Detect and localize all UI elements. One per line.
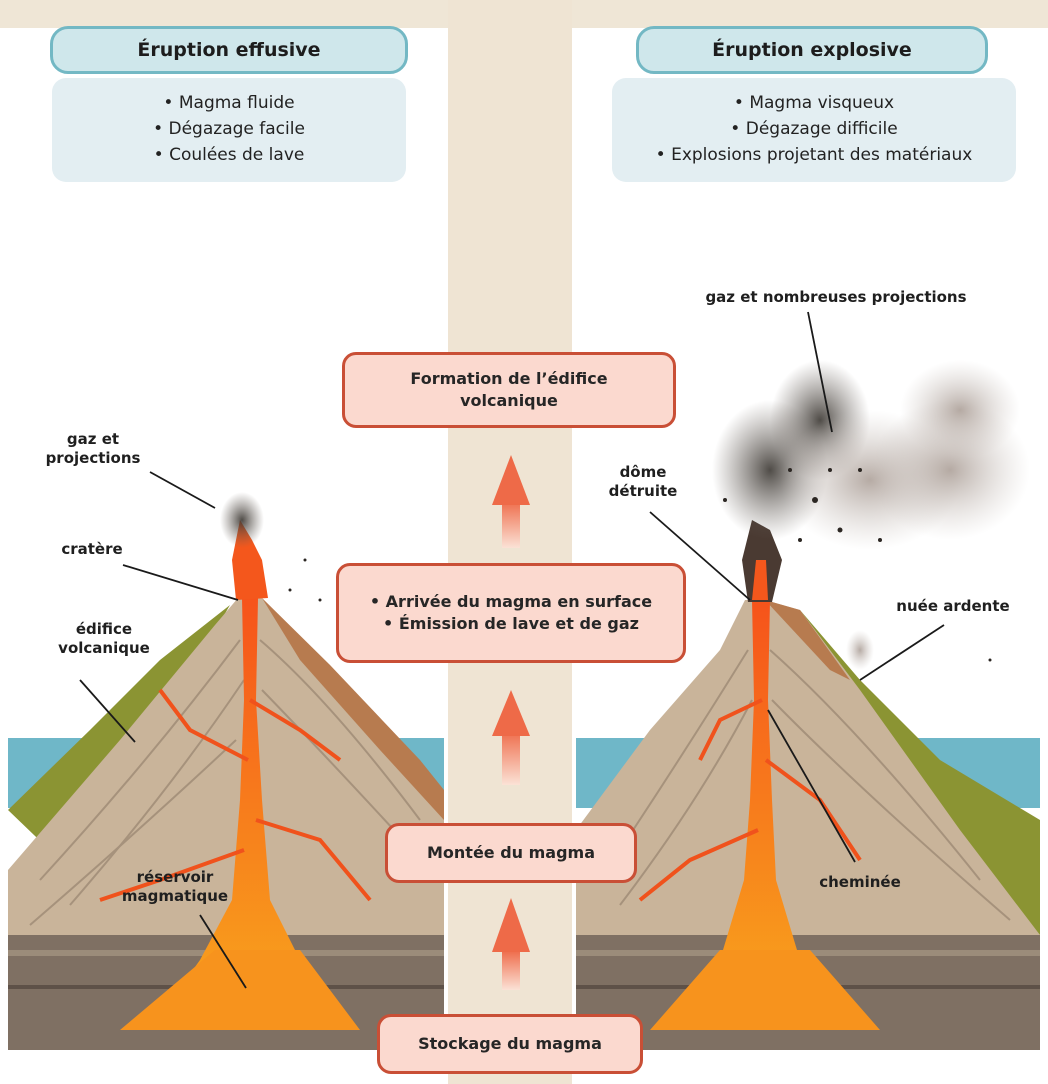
feature-item: • Magma fluide (163, 93, 295, 113)
explosive-title: Éruption explosive (636, 26, 988, 74)
arrow-up-3 (492, 455, 530, 548)
step-formation: Formation de l’édifice volcanique (342, 352, 676, 428)
arrow-up-2 (492, 690, 530, 785)
label-gaz-projections: gaz et projections (45, 430, 141, 467)
arrow-up-1 (492, 898, 530, 990)
eruption-cloud-right (712, 360, 1030, 670)
label-edifice: édifice volcanique (58, 620, 150, 657)
leader-lines (79, 311, 945, 989)
label-cheminee: cheminée (819, 873, 901, 891)
feature-item: • Coulées de lave (153, 145, 305, 165)
lava-conduit-right (680, 600, 840, 1030)
step-stockage: Stockage du magma (377, 1014, 643, 1074)
vegetation-slope-left (8, 605, 230, 860)
effusive-features: • Magma fluide • Dégazage facile • Coulé… (52, 78, 406, 182)
projections-dots (288, 468, 992, 662)
step-arrivee: • Arrivée du magma en surface • Émission… (336, 563, 686, 663)
feature-item: • Magma visqueux (733, 93, 895, 113)
explosive-features: • Magma visqueux • Dégazage difficile • … (612, 78, 1016, 182)
volcano-cone-right (576, 600, 1040, 935)
step-montee: Montée du magma (385, 823, 637, 883)
label-nuee: nuée ardente (896, 597, 1010, 615)
label-gaz-nombreuses: gaz et nombreuses projections (705, 288, 967, 306)
feature-item: • Dégazage difficile (730, 119, 898, 139)
feature-item: • Explosions projetant des matériaux (655, 145, 973, 165)
label-reservoir: réservoir magmatique (121, 868, 229, 905)
lava-conduit-left (150, 598, 340, 1030)
label-dome: dôme détruite (608, 463, 678, 500)
effusive-title: Éruption effusive (50, 26, 408, 74)
gas-plume-left (220, 492, 264, 548)
feature-item: • Dégazage facile (153, 119, 305, 139)
label-cratere: cratère (61, 540, 123, 558)
lava-dykes-left (99, 688, 372, 902)
